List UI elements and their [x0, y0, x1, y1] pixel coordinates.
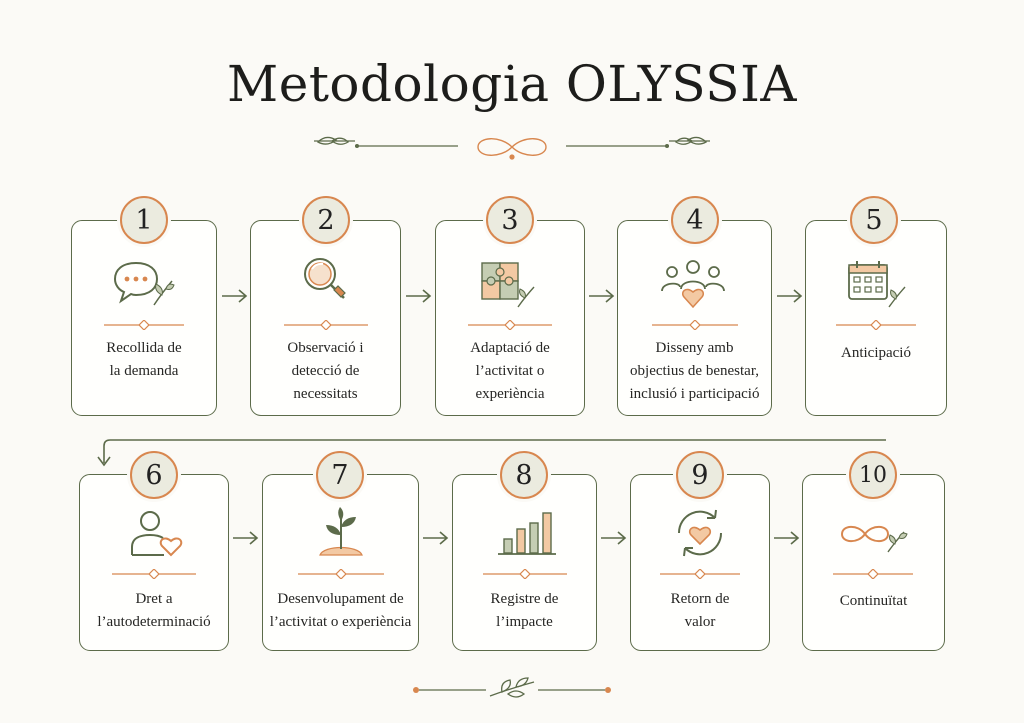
arrow-right-icon	[589, 289, 615, 303]
bar-chart-icon	[498, 512, 556, 555]
card-divider	[660, 569, 740, 579]
step-label-line: l’autodeterminació	[97, 614, 211, 630]
step-label-line: Observació i	[287, 340, 364, 356]
card-divider	[104, 320, 184, 330]
step-number-badge: 9	[676, 451, 724, 499]
footer-ornament	[413, 677, 611, 698]
card-divider	[284, 320, 368, 330]
step-label: Dret a l’autodeterminació	[79, 588, 229, 634]
infinity-leaf-icon	[840, 525, 908, 553]
person-heart-icon	[131, 511, 183, 557]
step-card-1	[71, 220, 217, 416]
step-label: Continuïtat	[802, 590, 945, 613]
step-number-badge: 10	[849, 451, 897, 499]
step-label: Retorn de valor	[630, 588, 770, 634]
step-label-line: Continuïtat	[839, 593, 908, 609]
step-card-5	[805, 220, 947, 416]
step-number-badge: 3	[486, 196, 534, 244]
step-label-line: l’impacte	[496, 614, 553, 630]
arrow-right-icon	[406, 289, 432, 303]
card-divider	[833, 569, 913, 579]
infinity-ornament	[477, 138, 547, 156]
arrow-right-icon	[233, 531, 259, 545]
step-number-badge: 8	[500, 451, 548, 499]
card-divider	[652, 320, 738, 330]
step-label-line: l’activitat o experiència	[269, 614, 412, 630]
step-label: Recollida de la demanda	[71, 337, 217, 383]
step-label: Registre de l’impacte	[452, 588, 597, 634]
step-label: Adaptació de l’activitat o experiència	[435, 337, 585, 406]
step-label: Desenvolupament de l’activitat o experiè…	[262, 588, 419, 634]
step-card-10	[802, 474, 945, 651]
step-label-line: Registre de	[490, 591, 559, 607]
step-number-badge: 5	[850, 196, 898, 244]
title-ornament	[314, 136, 710, 160]
arrow-right-icon	[222, 289, 248, 303]
step-label-line: Retorn de	[670, 591, 730, 607]
step-label-line: Anticipació	[841, 345, 911, 361]
step-label-line: necessitats	[293, 386, 358, 402]
step-number-badge: 2	[302, 196, 350, 244]
step-number-badge: 7	[316, 451, 364, 499]
arrow-right-icon	[601, 531, 627, 545]
step-label: Disseny amb objectius de benestar, inclu…	[617, 337, 772, 406]
magnifying-glass-icon	[304, 258, 346, 299]
step-card-3	[435, 220, 585, 416]
step-number-badge: 1	[120, 196, 168, 244]
card-divider	[836, 320, 916, 330]
row-connector-arrow	[97, 439, 886, 467]
arrow-right-icon	[777, 289, 803, 303]
arrow-right-icon	[423, 531, 449, 545]
card-divider	[468, 320, 552, 330]
step-label-line: Adaptació de	[470, 340, 550, 356]
heart-cycle-icon	[677, 509, 723, 557]
card-divider	[112, 569, 196, 579]
step-label: Observació i detecció de necessitats	[250, 337, 401, 406]
ornament-dot	[509, 154, 515, 160]
puzzle-pieces-icon	[481, 262, 535, 308]
right-leaf-icon	[669, 136, 710, 145]
step-label-line: Dret a	[135, 591, 173, 607]
speech-bubble-leaf-icon	[113, 261, 175, 306]
step-card-9	[630, 474, 770, 651]
step-label-line: objectius de benestar,	[630, 363, 759, 379]
step-number-badge: 4	[671, 196, 719, 244]
footer-leaf-icon	[489, 677, 535, 698]
arrow-right-icon	[774, 531, 800, 545]
step-label-line: la demanda	[109, 363, 179, 379]
left-leaf-icon	[314, 136, 355, 145]
step-label-line: Desenvolupament de	[277, 591, 404, 607]
step-label-line: valor	[684, 614, 716, 630]
step-label-line: inclusió i participació	[629, 386, 760, 402]
card-divider	[483, 569, 567, 579]
people-heart-icon	[661, 260, 725, 309]
step-label: Anticipació	[805, 342, 947, 365]
calendar-icon	[848, 261, 906, 308]
step-label-line: Recollida de	[106, 340, 182, 356]
card-divider	[298, 569, 384, 579]
step-number-badge: 6	[130, 451, 178, 499]
sprout-icon	[319, 507, 363, 556]
step-label-line: experiència	[475, 386, 545, 402]
step-label-line: l’activitat o	[475, 363, 545, 379]
step-label-line: Disseny amb	[655, 340, 734, 356]
step-label-line: detecció de	[291, 363, 360, 379]
page-title: Metodologia OLYSSIA	[227, 55, 797, 113]
step-card-8	[452, 474, 597, 651]
step-card-7	[262, 474, 419, 651]
